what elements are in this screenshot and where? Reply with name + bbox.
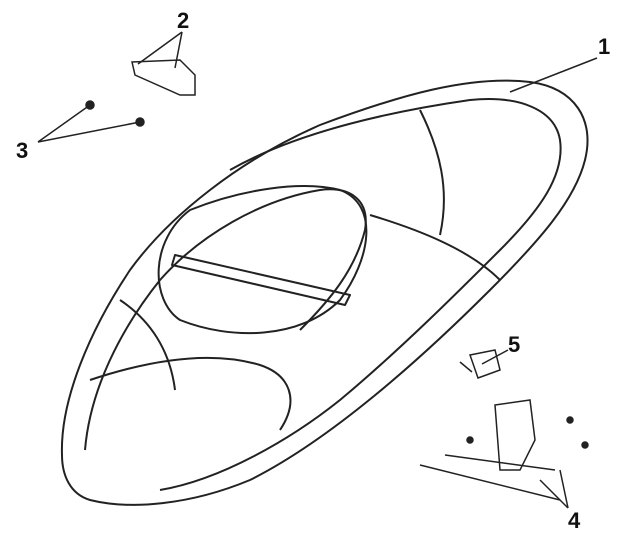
seat-strap — [171, 254, 351, 306]
seat-seam-3 — [419, 109, 445, 236]
callout-3: 3 — [16, 138, 29, 163]
seat-seam-2 — [369, 214, 501, 281]
callout-2: 2 — [177, 8, 190, 33]
callout-4: 4 — [568, 508, 581, 533]
bracket-part — [131, 59, 196, 96]
seat-seam-4 — [119, 299, 176, 391]
leader-lines — [37, 31, 598, 509]
seat-outline — [60, 79, 589, 506]
seat-seam-1 — [89, 356, 292, 431]
seat-rider-pad — [157, 185, 368, 335]
callout-1: 1 — [598, 34, 611, 59]
switch-part — [459, 349, 501, 379]
seat-inner-front — [84, 188, 367, 451]
latch-part — [419, 399, 561, 501]
callout-5: 5 — [508, 332, 521, 357]
seat-inner-rear — [159, 98, 562, 491]
